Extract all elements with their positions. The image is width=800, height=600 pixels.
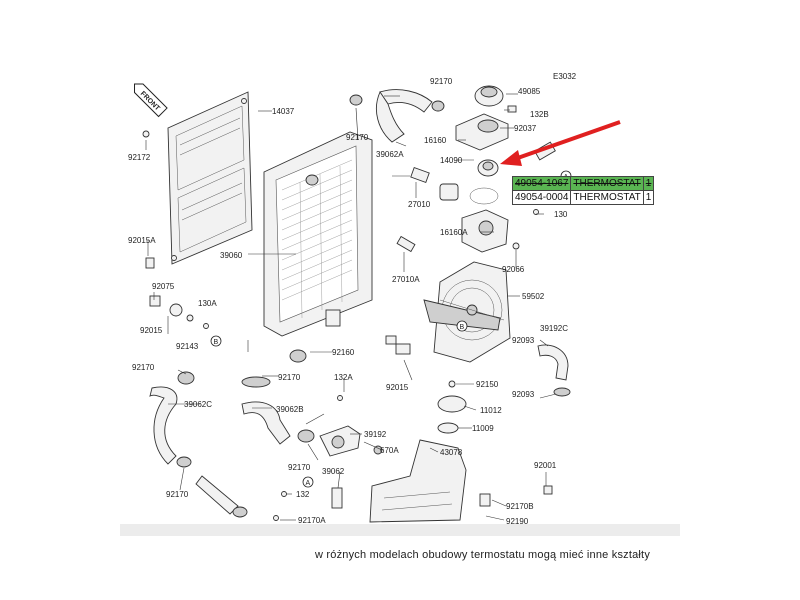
callout-92015-b: 92015 [386,383,409,392]
callout-11012: 11012 [480,406,502,415]
sensors [396,166,430,253]
callout-92150: 92150 [476,380,499,389]
filler-neck [455,85,556,161]
callout-92015A: 92015A [128,236,156,245]
callout-11009: 11009 [472,424,494,433]
caption-note: w różnych modelach obudowy termostatu mo… [315,549,651,561]
callout-92170B: 92170B [506,502,534,511]
leader-lines [145,93,557,521]
svg-text:B: B [214,339,219,346]
callout-39062C: 39062C [184,400,212,409]
callout-labels: 14037 92172 92015A 39060 92075 92015 130… [128,77,572,526]
callout-130A: 130A [198,299,217,308]
radiator-screen [167,91,253,265]
thermostat-parts-table: 49054-1067 THERMOSTAT 1 49054-0004 THERM… [511,176,655,205]
callout-43078: 43078 [440,448,463,457]
radiator-core [263,131,373,337]
callout-39192: 39192 [364,430,387,439]
front-indicator: FRONT [134,83,168,118]
part-name: THERMOSTAT [570,176,644,191]
callout-92190: 92190 [506,517,529,526]
fan-shroud [423,261,511,363]
lower-hoses [149,344,571,518]
parts-row-superseded: 49054-1067 THERMOSTAT 1 [511,176,655,191]
callout-92001: 92001 [534,461,557,470]
callout-92170-d: 92170 [288,463,311,472]
callout-132B: 132B [530,110,549,119]
callout-39192C: 39192C [540,324,568,333]
callout-92170-b: 92170 [166,490,189,499]
part-number: 49054-1067 [511,176,572,191]
callout-92170A: 92170A [298,516,326,525]
upper-hose [349,89,445,143]
callout-49085: 49085 [518,87,541,96]
callout-27010A: 27010A [392,275,420,284]
callout-92066: 92066 [502,265,525,274]
callout-27010: 27010 [408,200,431,209]
callout-14037: 14037 [272,107,295,116]
parts-row-current: 49054-0004 THERMOSTAT 1 [511,190,655,205]
callout-92075: 92075 [152,282,175,291]
callout-92093-a: 92093 [512,336,535,345]
callout-132: 132 [296,490,310,499]
ref-circle-b1: B [210,335,222,347]
part-name: THERMOSTAT [570,190,644,205]
callout-92143: 92143 [176,342,199,351]
callout-92160: 92160 [332,348,355,357]
svg-text:A: A [306,480,311,487]
callout-92172: 92172 [128,153,151,162]
callout-92170-c: 92170 [278,373,301,382]
bottom-shade-band [120,524,680,536]
callout-39060: 39060 [220,251,243,260]
callout-132A: 132A [334,373,353,382]
callout-130: 130 [554,210,568,219]
callout-92170-f: 92170 [430,77,453,86]
callout-59502: 59502 [522,292,545,301]
clamps-small [142,130,456,521]
thermostat [439,159,539,253]
ref-circle-a1: A [302,476,314,488]
callout-14090: 14090 [440,156,463,165]
diagram-code: E3032 [553,72,577,81]
callout-39062B: 39062B [276,405,304,414]
callout-92170-a: 92170 [132,363,155,372]
svg-text:B: B [460,324,465,331]
ref-circle-b2: B [456,320,468,332]
callout-92037: 92037 [514,124,537,133]
callout-16160A: 16160A [440,228,468,237]
callout-92015: 92015 [140,326,163,335]
part-qty: 1 [642,190,655,205]
callout-39062A: 39062A [376,150,404,159]
callout-92093-b: 92093 [512,390,535,399]
highlight-arrow [500,120,621,166]
callout-39062: 39062 [322,467,345,476]
callout-670A: 670A [380,446,399,455]
reservoir [369,395,553,523]
part-number: 49054-0004 [511,190,572,205]
callout-92170-e: 92170 [346,133,369,142]
part-qty: 1 [642,176,655,191]
callout-16160: 16160 [424,136,447,145]
